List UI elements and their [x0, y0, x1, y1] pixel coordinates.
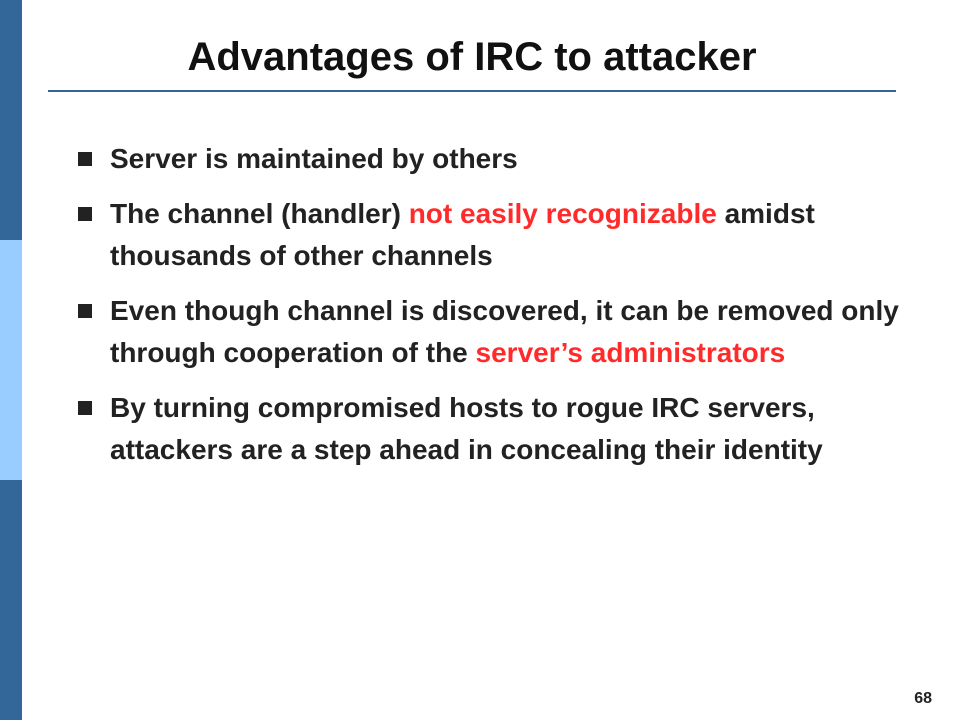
square-bullet-icon [78, 401, 92, 415]
square-bullet-icon [78, 304, 92, 318]
square-bullet-icon [78, 207, 92, 221]
side-bar-segment-top [0, 0, 22, 240]
bullet-text: The channel (handler) [110, 198, 409, 229]
square-bullet-icon [78, 152, 92, 166]
bullet-item: The channel (handler) not easily recogni… [76, 193, 926, 277]
side-bar-segment-bottom [0, 480, 22, 720]
bullet-text: Server is maintained by others [110, 143, 518, 174]
bullet-list: Server is maintained by others The chann… [76, 138, 926, 484]
title-underline [48, 90, 896, 92]
bullet-text: Even though channel is discovered, it ca… [110, 295, 899, 368]
side-accent-bar [0, 0, 22, 720]
bullet-text: By turning compromised hosts to rogue IR… [110, 392, 823, 465]
bullet-highlight-text: not easily recognizable [408, 198, 717, 229]
bullet-text-continued: amidst thousands of other channels [110, 198, 815, 271]
page-number: 68 [914, 690, 932, 707]
bullet-item: By turning compromised hosts to rogue IR… [76, 387, 926, 471]
bullet-item: Server is maintained by others [76, 138, 926, 180]
slide-title: Advantages of IRC to attacker [187, 35, 757, 79]
side-bar-segment-middle [0, 240, 22, 480]
bullet-item: Even though channel is discovered, it ca… [76, 290, 926, 374]
bullet-highlight-text: server’s administrators [475, 337, 786, 368]
